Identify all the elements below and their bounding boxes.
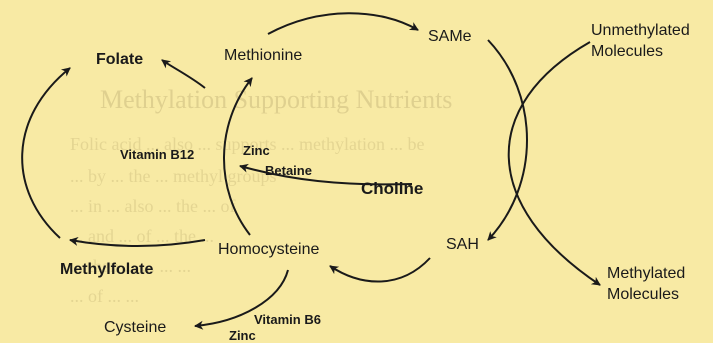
node-cysteine: Cysteine — [104, 319, 167, 336]
bleed-line: Folic acid ... also ... supports ... met… — [70, 134, 424, 154]
node-same: SAMe — [428, 28, 472, 45]
arrow-homocysteine-to-cysteine — [194, 269, 289, 330]
node-methylfolate: Methylfolate — [60, 261, 154, 278]
arrow-methylfolate-to-folate — [21, 67, 71, 239]
node-methylated-molecules: Methylated Molecules — [607, 263, 685, 305]
node-methionine: Methionine — [224, 47, 303, 64]
cofactor-zinc-upper: Zinc — [243, 143, 270, 158]
node-unmethylated-molecules: Unmethylated Molecules — [591, 20, 690, 62]
unmethylated-line2: Molecules — [591, 43, 664, 60]
methylated-line2: Molecules — [607, 286, 680, 303]
arrow-unmethylated-to-methylated — [507, 41, 601, 286]
bleed-heading: Methylation Supporting Nutrients — [100, 85, 452, 114]
arrow-same-to-sah — [487, 39, 528, 241]
node-sah: SAH — [446, 236, 479, 253]
unmethylated-line1: Unmethylated — [591, 22, 690, 39]
arrow-sah-to-homocysteine — [329, 257, 431, 283]
bleed-line: ... and ... of ... the ... — [70, 226, 214, 246]
cofactor-betaine: Betaine — [265, 163, 312, 178]
node-folate: Folate — [96, 51, 144, 68]
bleed-line: ... in ... also ... the ... of — [70, 196, 235, 216]
cofactor-vitamin-b6: Vitamin B6 — [254, 312, 321, 327]
node-choline: Choline — [361, 179, 424, 198]
node-homocysteine: Homocysteine — [218, 241, 320, 258]
arrow-choline-to-betaine — [239, 163, 413, 186]
bleed-line: ... than ... ... ... ... — [70, 256, 191, 276]
arrow-homocysteine-to-methionine — [223, 77, 253, 236]
arrow-b12-to-methylfolate — [69, 236, 206, 247]
cofactor-vitamin-b12: Vitamin B12 — [120, 147, 195, 162]
methylated-line1: Methylated — [607, 265, 686, 282]
arrow-to-folate — [161, 59, 206, 89]
bleed-line: ... of ... ... — [70, 286, 139, 306]
arrow-methionine-to-same — [267, 12, 419, 35]
cofactor-zinc-lower: Zinc — [229, 328, 256, 343]
